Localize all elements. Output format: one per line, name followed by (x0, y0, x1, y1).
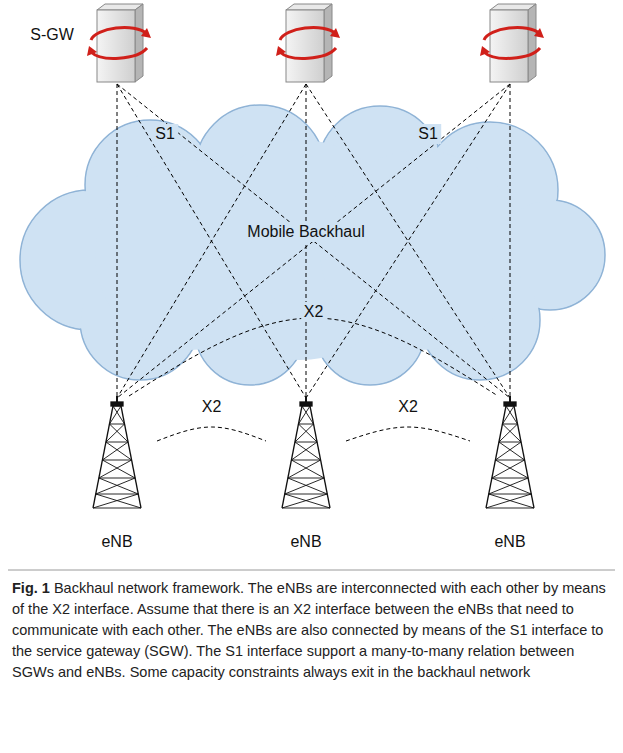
x2-link (346, 427, 470, 441)
figure-caption: Fig. 1 Backhaul network framework. The e… (12, 578, 612, 683)
interface-label: S1 (152, 124, 178, 144)
tower-frame (282, 396, 330, 508)
gateway-label: S-GW (27, 25, 77, 45)
tower-frame (486, 396, 534, 508)
server-icon (87, 4, 151, 82)
tower-frame (93, 396, 141, 508)
caption-body: Backhaul network framework. The eNBs are… (12, 580, 606, 680)
network-label: Mobile Backhaul (244, 222, 367, 242)
figure-number: Fig. 1 (12, 580, 50, 596)
interface-label: X2 (395, 397, 421, 417)
server-icon (276, 4, 340, 82)
tower-icon (470, 396, 550, 511)
backhaul-cloud (20, 105, 605, 385)
node-label: eNB (77, 533, 157, 551)
tower-icon (266, 396, 346, 511)
base-station: eNB (77, 396, 157, 551)
node-label: eNB (470, 533, 550, 551)
server-icon (480, 4, 544, 82)
base-station: eNB (266, 396, 346, 551)
interface-label: X2 (301, 302, 327, 322)
interface-label: X2 (199, 397, 225, 417)
caption-rule (8, 570, 615, 571)
s1-lines (117, 84, 510, 398)
backhaul-cloud-fill (21, 106, 604, 384)
x2-link (157, 427, 266, 441)
tower-icon (77, 396, 157, 511)
interface-label: S1 (415, 124, 441, 144)
node-label: eNB (266, 533, 346, 551)
x2-link (129, 318, 498, 396)
base-station: eNB (470, 396, 550, 551)
